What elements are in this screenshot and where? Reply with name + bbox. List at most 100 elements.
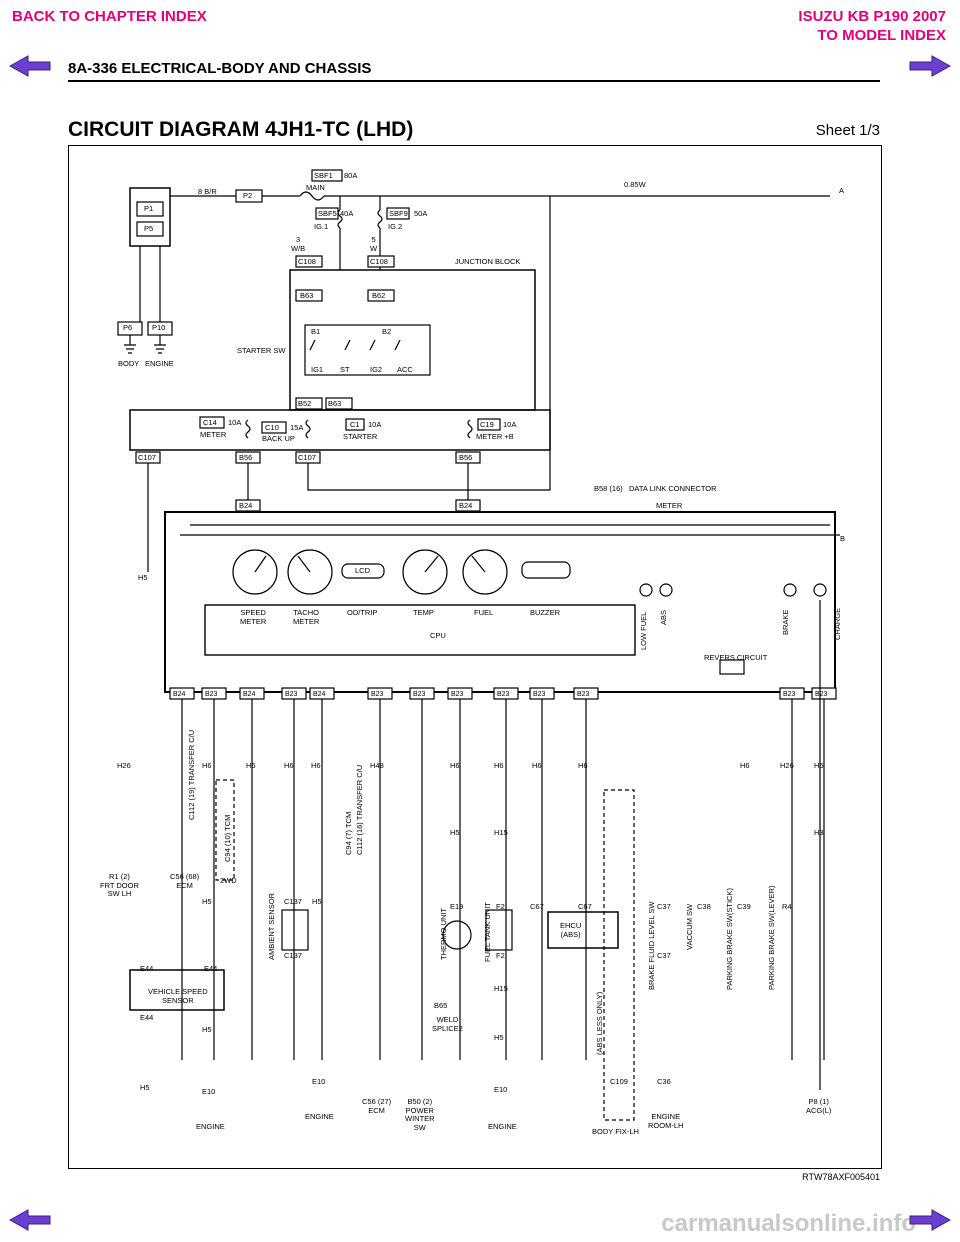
label-h48: H48: [370, 761, 384, 770]
label-meter-lbl: METER: [656, 501, 683, 510]
label-c14a: 10A: [228, 418, 242, 427]
thermo-unit-icon: [442, 920, 472, 950]
label-pbs: PARKING BRAKE SW(STICK): [725, 888, 734, 990]
label-p10: P10: [152, 323, 166, 332]
connector-label: B23: [413, 691, 426, 698]
prev-page-arrow-bottom-icon[interactable]: [8, 1208, 52, 1232]
label-p1: P1: [144, 204, 154, 213]
label-pbl: PARKING BRAKE SW(LEVER): [767, 885, 776, 990]
label-b50: B50 (2) POWER WINTER SW: [405, 1097, 435, 1132]
label-e19: E19: [450, 902, 464, 911]
label-sbf5-a: 40A: [340, 209, 354, 218]
label-brake-fluid: BRAKE FLUID LEVEL SW: [647, 901, 656, 991]
label-main: MAIN: [306, 183, 325, 192]
fuel-tank-unit-icon: [485, 909, 513, 951]
label-ig2: IG.2: [388, 222, 403, 231]
label-b24: B24: [239, 501, 253, 510]
connector-label: B23: [285, 691, 298, 698]
watermark: carmanualsonline.info: [661, 1210, 916, 1237]
label-c67: C67: [530, 902, 544, 911]
label-b2: B2: [382, 327, 392, 336]
label-h6: H6: [578, 761, 588, 770]
label-h6: H6: [814, 761, 824, 770]
label-h5: H5: [312, 897, 322, 906]
label-b1: B1: [311, 327, 321, 336]
label-c36: C36: [657, 1077, 671, 1086]
label-e10: E10: [312, 1077, 326, 1086]
label-b: B: [840, 534, 846, 543]
model-index-link[interactable]: TO MODEL INDEX: [817, 27, 946, 44]
label-b63: B63: [300, 291, 314, 300]
label-ehcu: EHCU (ABS): [560, 921, 582, 939]
label-p6: P6: [123, 323, 133, 332]
sbf5-fuse: [315, 207, 339, 220]
label-meter: METER: [200, 430, 227, 439]
connector-label: B24: [243, 691, 256, 698]
label-tacho: TACHO METER: [293, 608, 320, 626]
label-abs: ABS: [659, 609, 668, 625]
label-h15: H15: [494, 828, 508, 837]
ambient-sensor-icon: [281, 909, 309, 951]
next-page-arrow-icon[interactable]: [908, 54, 952, 78]
p1-connector: [136, 201, 164, 217]
label-temp: TEMP: [413, 608, 434, 617]
label-eng-room: ENGINE ROOM-LH: [648, 1112, 684, 1130]
sbf1-fuse: [311, 169, 343, 182]
tacho-gauge: [287, 549, 333, 595]
label-p8: P8 (1) ACG(L): [806, 1097, 832, 1115]
connector-label: B23: [371, 691, 384, 698]
label-c56ecm: C56 (68) ECM: [170, 872, 200, 890]
label-r4: R4: [782, 902, 792, 911]
connector-label: B24: [173, 691, 186, 698]
label-p2: P2: [243, 191, 253, 200]
label-e10: E10: [202, 1087, 216, 1096]
label-b62: B62: [372, 291, 386, 300]
label-vaccum: VACCUM SW: [685, 903, 694, 950]
p5-connector: [136, 221, 164, 237]
label-sbf5: SBF5: [318, 209, 337, 218]
label-c39: C39: [737, 902, 751, 911]
speed-gauge: [232, 549, 278, 595]
abs-lamp-icon: [659, 583, 673, 597]
label-h5: H5: [140, 1083, 150, 1092]
label-st: ST: [340, 365, 350, 374]
connector-label: B23: [451, 691, 464, 698]
label-lowfuel: LOW FUEL: [639, 611, 648, 650]
label-engine: ENGINE: [145, 359, 174, 368]
label-h6: H6: [202, 761, 212, 770]
label-junction: JUNCTION BLOCK: [455, 257, 521, 266]
label-c14: C14: [203, 418, 217, 427]
reference-code: RTW78AXF005401: [802, 1172, 880, 1182]
label-body: BODY: [118, 359, 140, 368]
label-c94b: C94 (7) TCM: [344, 811, 353, 855]
label-b56: B56: [459, 453, 473, 462]
label-f2: F2: [496, 951, 505, 960]
diagram-title: CIRCUIT DIAGRAM 4JH1-TC (LHD): [68, 118, 414, 141]
next-page-arrow-bottom-icon[interactable]: [908, 1208, 952, 1232]
back-to-chapter-link[interactable]: BACK TO CHAPTER INDEX: [12, 8, 207, 25]
label-body-fix: BODY FIX-LH: [592, 1127, 639, 1136]
label-w5w: 5 W: [370, 235, 378, 253]
label-h5: H5: [202, 897, 212, 906]
prev-page-arrow-icon[interactable]: [8, 54, 52, 78]
label-w085w: 0.85W: [624, 180, 646, 189]
label-c94a: C94 (10) TCM: [223, 814, 232, 862]
label-sbf9-a: 50A: [414, 209, 428, 218]
label-lcd: LCD: [355, 566, 371, 575]
label-brake: BRAKE: [781, 609, 790, 635]
label-weld: WELD SPLICE2: [432, 1015, 463, 1033]
label-sbf1: SBF1: [314, 171, 333, 180]
label-cpu: CPU: [430, 631, 446, 640]
label-meterb: METER +B: [476, 432, 514, 441]
label-h6: H6: [311, 761, 321, 770]
title-rule: [68, 80, 880, 82]
model-title-link[interactable]: ISUZU KB P190 2007: [798, 8, 946, 25]
connector-label: B23: [205, 691, 218, 698]
label-c107: C107: [298, 453, 316, 462]
label-h15: H15: [494, 984, 508, 993]
buzzer-icon: [521, 561, 571, 579]
label-buzzer: BUZZER: [530, 608, 560, 617]
label-c137: C137: [284, 897, 302, 906]
label-engine: ENGINE: [305, 1112, 334, 1121]
